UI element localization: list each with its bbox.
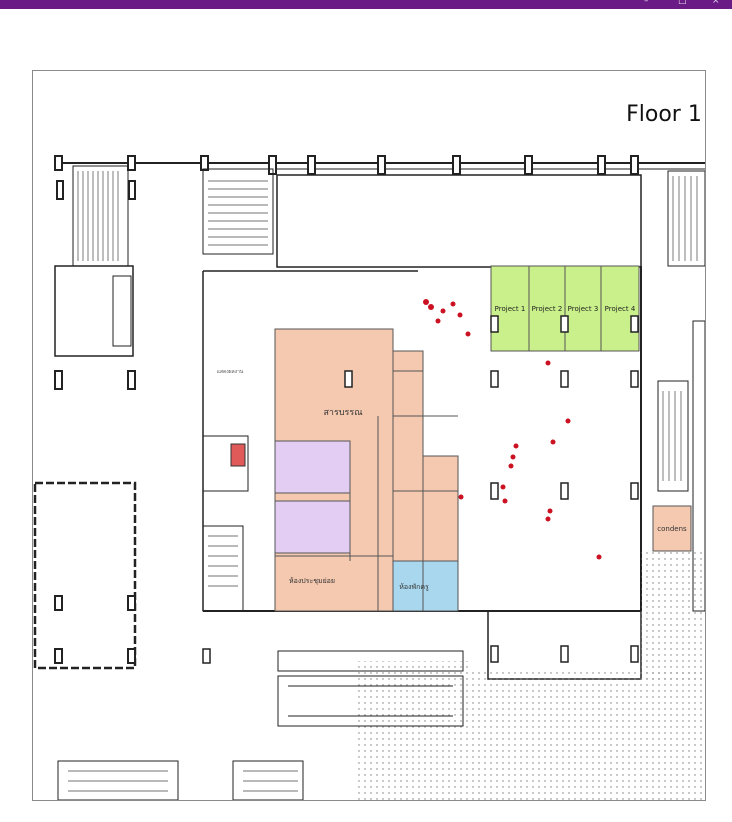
- window-titlebar: – □ ×: [0, 0, 732, 9]
- maximize-icon[interactable]: □: [678, 0, 687, 6]
- minimize-icon[interactable]: –: [644, 0, 649, 6]
- floor-plan: Floor 1 Project 1 Project 2 Project 3 Pr…: [32, 70, 706, 801]
- elevator-icon: [230, 443, 246, 467]
- floor-plan-drawing: Floor 1 Project 1 Project 2 Project 3 Pr…: [33, 102, 705, 800]
- toilet-area-1: [274, 440, 351, 494]
- room-project-1: Project 1: [495, 305, 526, 313]
- room-meeting: ห้องประชุมย่อย: [289, 577, 335, 585]
- room-project-2: Project 2: [532, 305, 563, 313]
- marker-group: [423, 299, 602, 560]
- close-icon[interactable]: ×: [712, 0, 720, 6]
- room-exhibit: แสดงผลงาน: [217, 369, 244, 375]
- room-project-3: Project 3: [568, 305, 599, 313]
- toilet-area-2: [274, 500, 351, 554]
- floor-title: Floor 1: [626, 102, 702, 127]
- room-condenser: condens: [657, 525, 687, 533]
- room-project-4: Project 4: [605, 305, 636, 313]
- room-rest: ห้องพักครู: [399, 583, 429, 591]
- condenser-area: [652, 505, 692, 552]
- image-canvas: Floor 1 Project 1 Project 2 Project 3 Pr…: [0, 9, 732, 822]
- room-library: สารบรรณ: [323, 408, 362, 418]
- rest-room-area: [392, 560, 459, 612]
